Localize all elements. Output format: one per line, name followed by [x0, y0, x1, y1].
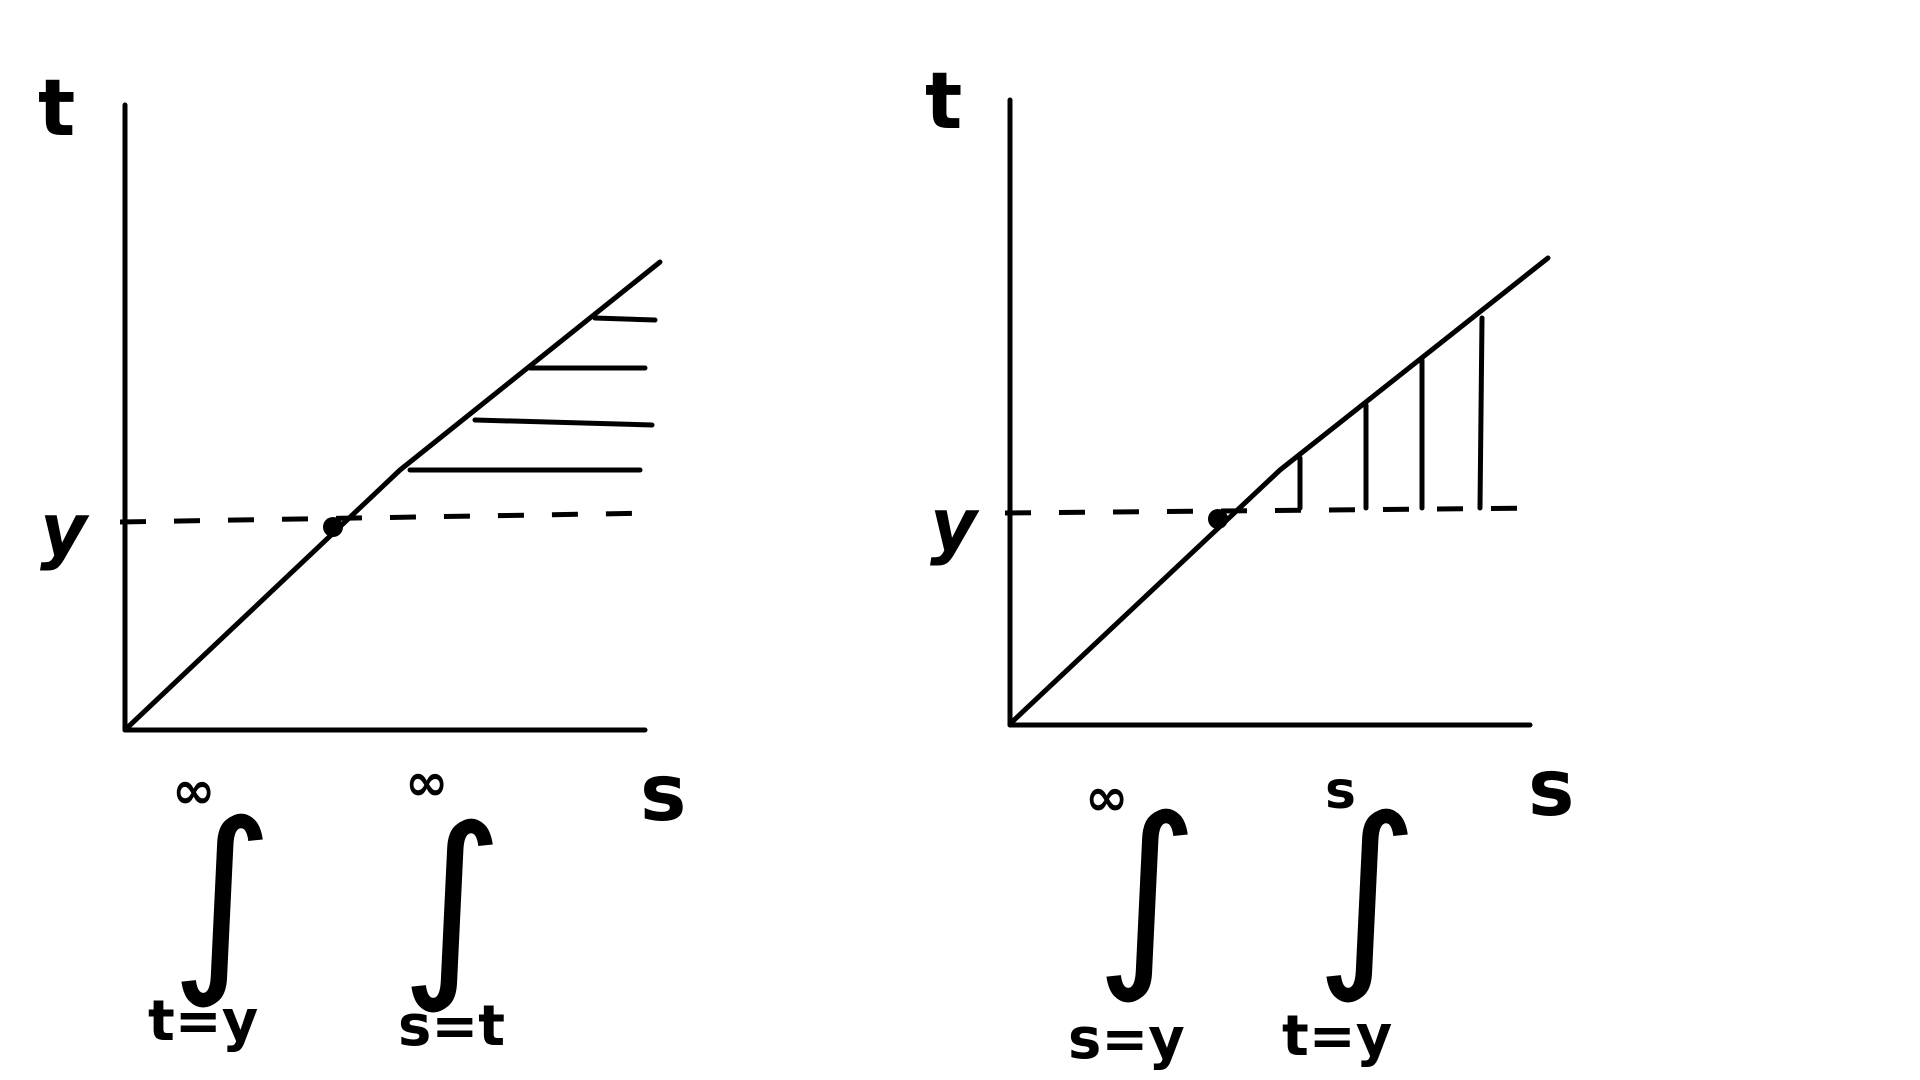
- right-hatch-line: [1477, 315, 1485, 511]
- left-hatch-line: [472, 417, 655, 428]
- left-t-axis-label: t: [38, 64, 75, 154]
- right-s-axis-label: s: [1528, 744, 1574, 834]
- left-integral-2-upper-limit: ∞: [405, 753, 448, 813]
- left-panel: t s y ∞ ∫ t=y ∞ ∫ s=t: [38, 64, 686, 1059]
- right-panel: t s y ∞ ∫ s=y s ∫ t=y: [925, 57, 1574, 1072]
- right-level-dashed-line: [1004, 505, 1541, 516]
- left-level-dashed-line: [119, 510, 656, 525]
- left-y-level-label: y: [40, 488, 90, 572]
- right-intersection-point: [1208, 509, 1228, 529]
- left-hatch-line: [592, 315, 658, 323]
- right-t-axis-label: t: [925, 57, 962, 147]
- right-integral-2-upper-limit: s: [1325, 761, 1356, 821]
- right-integral-1-sign: ∫: [1095, 775, 1199, 1008]
- right-y-level-label: y: [930, 483, 980, 567]
- left-integral-2-lower-limit: s=t: [398, 994, 505, 1059]
- left-integral-1-upper-limit: ∞: [172, 761, 215, 821]
- left-diagonal-line: [125, 259, 663, 730]
- right-diagonal-line: [1009, 255, 1551, 725]
- right-integral-2-sign: ∫: [1315, 775, 1419, 1008]
- right-integral-1-lower-limit: s=y: [1068, 1007, 1185, 1072]
- left-integral-2-sign: ∫: [400, 785, 504, 1018]
- left-s-axis-label: s: [640, 749, 686, 839]
- left-integral-1-lower-limit: t=y: [148, 989, 258, 1054]
- right-integral-2-lower-limit: t=y: [1282, 1004, 1392, 1069]
- left-intersection-point: [323, 517, 343, 537]
- left-integral-1-sign: ∫: [170, 780, 274, 1013]
- right-integral-1-upper-limit: ∞: [1085, 768, 1128, 828]
